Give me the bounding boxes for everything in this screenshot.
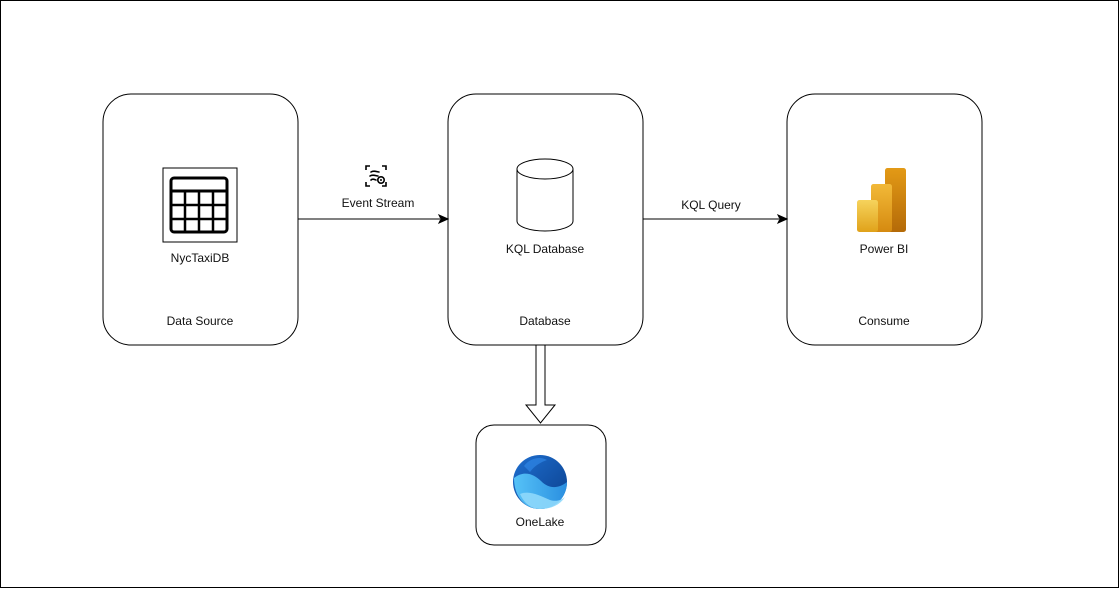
source-caption: Data Source	[167, 314, 234, 328]
kql-query-arrowhead	[776, 213, 789, 225]
consume-node[interactable]: Power BI Consume	[786, 93, 983, 346]
edge-to-onelake[interactable]	[524, 344, 557, 424]
edge-kql-query[interactable]: KQL Query	[643, 198, 789, 225]
consume-icon-label: Power BI	[860, 242, 909, 256]
event-stream-arrowhead	[437, 213, 450, 225]
onelake-icon	[513, 455, 567, 509]
database-node[interactable]: KQL Database Database	[447, 93, 644, 346]
onelake-icon-label: OneLake	[516, 515, 565, 529]
onelake-node[interactable]: OneLake	[475, 424, 607, 546]
database-cylinder-icon	[516, 158, 574, 232]
source-node[interactable]: NycTaxiDB Data Source	[102, 93, 299, 346]
database-caption: Database	[519, 314, 571, 328]
edge-event-stream[interactable]: Event Stream	[298, 165, 450, 225]
table-icon	[162, 167, 238, 243]
event-stream-icon	[365, 165, 387, 187]
power-bi-icon	[857, 168, 906, 232]
source-icon-label: NycTaxiDB	[171, 251, 230, 265]
consume-caption: Consume	[858, 314, 910, 328]
event-stream-label: Event Stream	[342, 196, 415, 210]
kql-query-label: KQL Query	[681, 198, 741, 212]
database-icon-label: KQL Database	[506, 242, 585, 256]
